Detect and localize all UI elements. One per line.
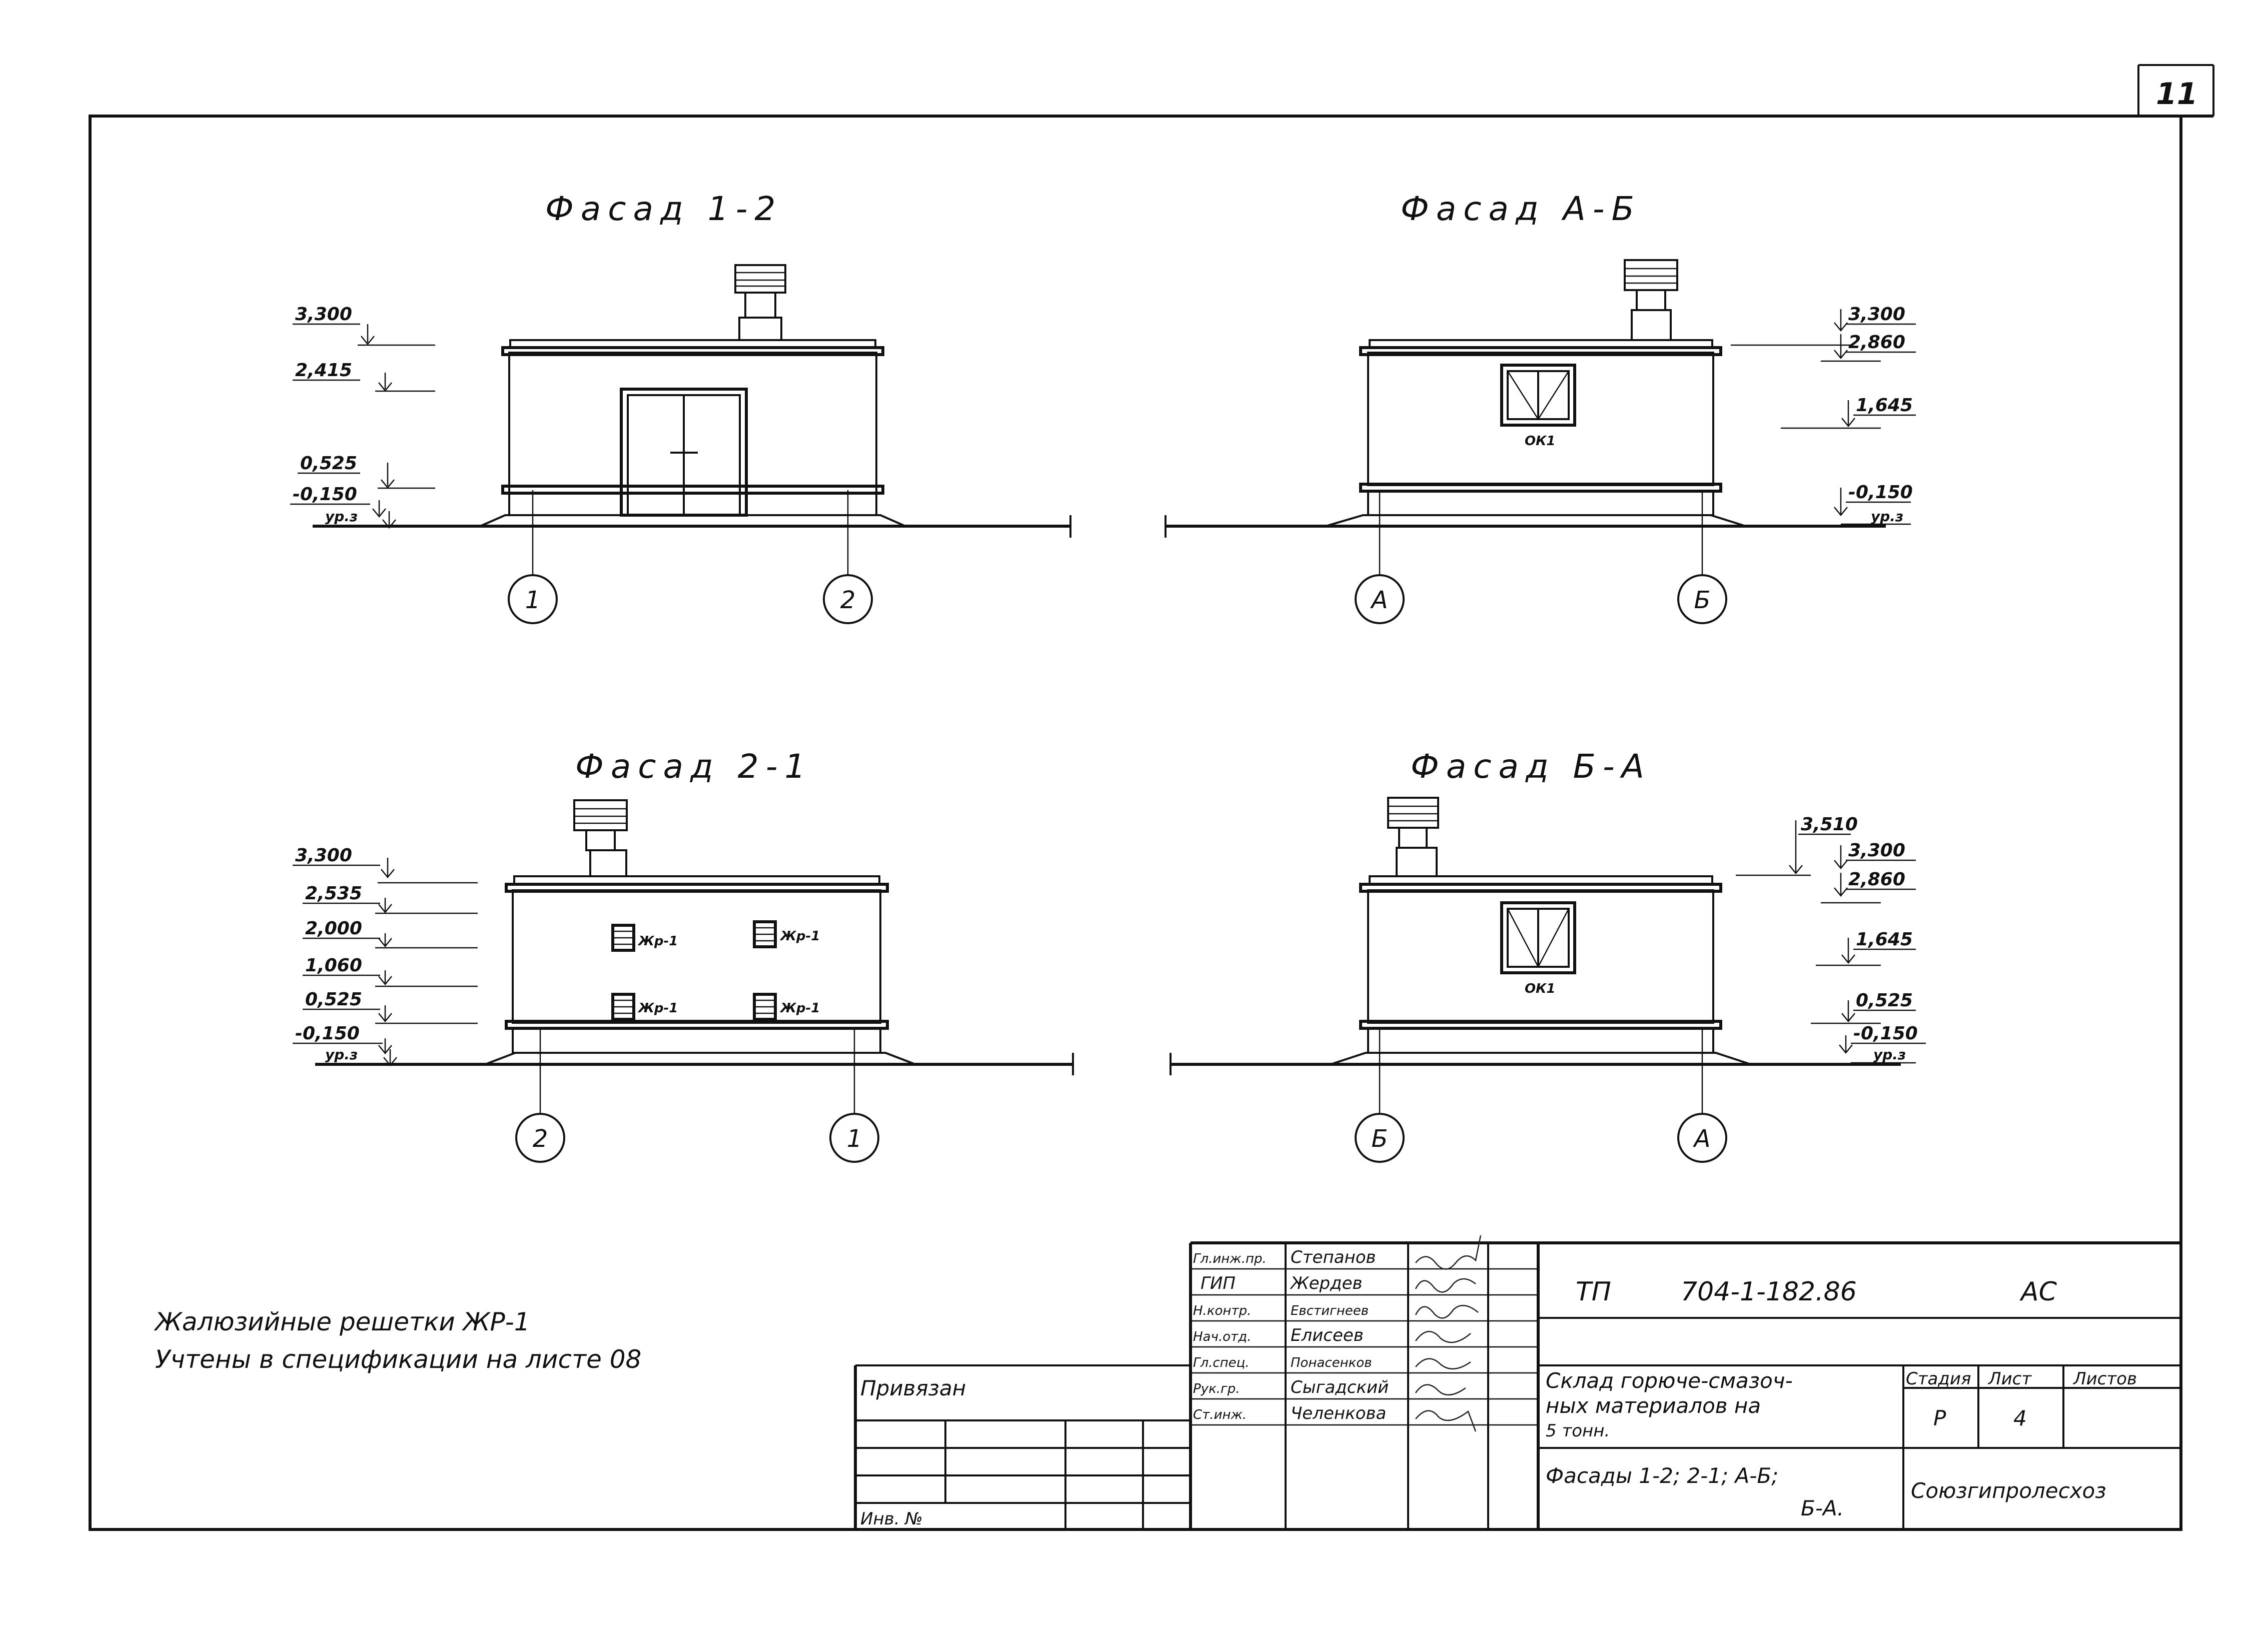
- object-name: Склад горюче-смазоч-: [1546, 1368, 1793, 1393]
- doc-code: 704-1-182.86: [1681, 1277, 1857, 1307]
- staff-role: Рук.гр.: [1193, 1381, 1240, 1396]
- staff-name: Жердев: [1290, 1273, 1363, 1293]
- level-mark: -0,150: [1853, 1023, 1918, 1044]
- facade-title: Фасад А-Б: [1401, 190, 1641, 228]
- doc-mark: АС: [2019, 1277, 2057, 1307]
- level-mark: 1,060: [305, 955, 362, 976]
- level-mark: ур.з: [1873, 1046, 1906, 1063]
- signatures: [1415, 1235, 1482, 1432]
- level-mark: 3,300: [1848, 840, 1905, 861]
- note: Жалюзийные решетки ЖР-1 Учтены в специфи…: [154, 1307, 641, 1374]
- sheets-header: Листов: [2072, 1369, 2137, 1389]
- title-block: Привязан Инв. № Гл.инж.пр. Степанов ГИП …: [854, 1235, 2181, 1529]
- window-label: ОК1: [1525, 434, 1555, 449]
- level-marks: 3,510 3,300 2,860 1,645 0,525 -0: [1736, 814, 1926, 1064]
- object-name: ных материалов на: [1546, 1393, 1761, 1418]
- facade-title: Фасад Б-А: [1411, 747, 1651, 786]
- level-mark: 1,645: [1856, 395, 1913, 416]
- staff-name: Елисеев: [1291, 1325, 1364, 1345]
- axis-marker: А: [1693, 1125, 1711, 1153]
- staff-role: Гл.инж.пр.: [1193, 1251, 1267, 1266]
- level-mark: 1,645: [1856, 929, 1913, 950]
- staff-role: Нач.отд.: [1193, 1329, 1251, 1344]
- sheet-value: 4: [2013, 1406, 2027, 1430]
- sheet-title: Б-А.: [1801, 1496, 1844, 1520]
- facade-1-2: Фасад 1-2 1 2 3,300: [290, 190, 1071, 624]
- level-mark: 3,510: [1801, 814, 1858, 835]
- privyazan-label: Привязан: [860, 1376, 966, 1400]
- organization: Союзгипролесхоз: [1911, 1478, 2106, 1503]
- staff-name: Степанов: [1291, 1247, 1376, 1267]
- doc-prefix: ТП: [1576, 1277, 1611, 1307]
- inv-no-label: Инв. №: [860, 1509, 923, 1529]
- level-mark: 2,535: [305, 883, 362, 904]
- stage-header: Стадия: [1906, 1369, 1971, 1389]
- sheet-title: Фасады 1-2; 2-1; А-Б;: [1546, 1463, 1778, 1488]
- axis-marker: 1: [525, 586, 541, 614]
- level-marks: 3,300 2,535 2,000 1,060 0,525: [293, 845, 478, 1066]
- stage-value: Р: [1933, 1406, 1946, 1430]
- staff-name: Сыгадский: [1291, 1377, 1389, 1397]
- level-mark: ур.з: [1871, 508, 1903, 525]
- level-mark: 2,860: [1848, 332, 1905, 353]
- staff-name: Понасенков: [1291, 1355, 1372, 1370]
- level-mark: 0,525: [300, 453, 357, 474]
- staff-role: Ст.инж.: [1193, 1407, 1247, 1422]
- sheet-frame: 11: [89, 64, 2214, 1531]
- grille-label: Жр-1: [637, 934, 678, 949]
- level-mark: -0,150: [1848, 482, 1913, 503]
- sheet-header: Лист: [1987, 1369, 2032, 1389]
- staff-role: Н.контр.: [1193, 1303, 1251, 1318]
- staff-role: Гл.спец.: [1193, 1355, 1250, 1370]
- axis-marker: 2: [533, 1125, 548, 1153]
- level-mark: ур.з: [325, 1046, 358, 1063]
- staff-role: ГИП: [1201, 1273, 1236, 1293]
- facade-title: Фасад 1-2: [545, 190, 782, 228]
- axis-marker: 1: [847, 1125, 862, 1153]
- level-mark: 3,300: [1848, 304, 1905, 325]
- louvre-grilles: Жр-1 Жр-1 Жр-1 Жр-1: [611, 920, 820, 1021]
- level-mark: 3,300: [295, 304, 352, 325]
- level-mark: -0,150: [293, 484, 357, 505]
- level-mark: 2,415: [295, 360, 352, 381]
- window-label: ОК1: [1525, 981, 1555, 996]
- grille-label: Жр-1: [779, 929, 820, 944]
- level-mark: 3,300: [295, 845, 352, 866]
- object-name: 5 тонн.: [1546, 1421, 1610, 1441]
- note-line: Учтены в спецификации на листе 08: [155, 1345, 641, 1374]
- axis-marker: 2: [840, 586, 856, 614]
- facade-a-b: Фасад А-Б ОК1 А Б 3,300: [1165, 190, 1916, 624]
- level-marks: 3,300 2,415 0,525 -0,150 ур.з: [290, 304, 435, 529]
- level-mark: ур.з: [325, 508, 358, 525]
- level-mark: 0,525: [1856, 990, 1913, 1011]
- facade-2-1: Фасад 2-1 Жр-1 Жр-1 Жр-1 Жр-1: [293, 747, 1074, 1163]
- level-mark: 0,525: [305, 989, 362, 1010]
- facade-b-a: Фасад Б-А ОК1 Б А 3,510: [1170, 747, 1926, 1163]
- level-marks: 3,300 2,860 1,645 -0,150 ур.з: [1731, 304, 1916, 525]
- axis-marker: Б: [1372, 1125, 1388, 1153]
- level-mark: 2,000: [305, 918, 362, 939]
- axis-marker: А: [1370, 586, 1388, 614]
- facade-title: Фасад 2-1: [575, 747, 812, 786]
- sheet-number: 11: [2156, 77, 2198, 112]
- level-mark: -0,150: [295, 1023, 360, 1044]
- note-line: Жалюзийные решетки ЖР-1: [154, 1307, 530, 1336]
- grille-label: Жр-1: [637, 1001, 678, 1016]
- staff-name: Евстигнеев: [1291, 1303, 1369, 1318]
- staff-rows: Гл.инж.пр. Степанов ГИП Жердев Н.контр. …: [1193, 1247, 1389, 1423]
- grille-label: Жр-1: [779, 1001, 820, 1016]
- level-mark: 2,860: [1848, 869, 1905, 890]
- staff-name: Челенкова: [1291, 1403, 1386, 1423]
- axis-marker: Б: [1694, 586, 1711, 614]
